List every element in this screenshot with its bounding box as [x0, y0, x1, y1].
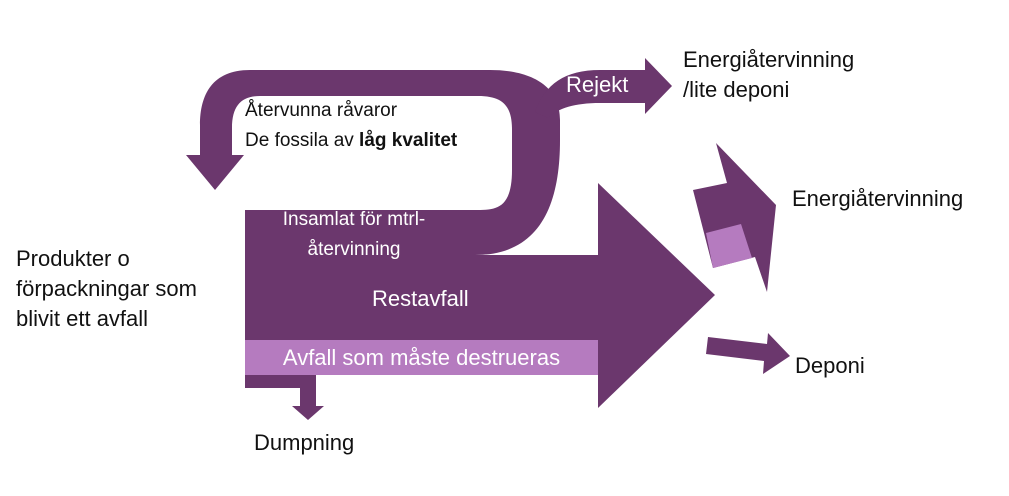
products-line-2: förpackningar som: [16, 276, 197, 301]
landfill-arrow: [706, 333, 790, 374]
rejekt-arrow: [535, 58, 672, 118]
destroy-waste-label: Avfall som måste destrueras: [282, 345, 561, 370]
energy-recovery-light-patch: [706, 224, 752, 268]
energy-landfill-label: Energiåtervinning /lite deponi: [683, 45, 854, 105]
rejekt-label: Rejekt: [566, 72, 629, 97]
recycling-loop-arrow: [186, 70, 560, 255]
products-line-1: Produkter o: [16, 246, 130, 271]
fossil-quality-label: De fossila av låg kvalitet: [245, 126, 457, 156]
landfill-label: Deponi: [795, 353, 865, 378]
products-label: Produkter o förpackningar som blivit ett…: [16, 244, 197, 334]
energy-recovery-label: Energiåtervinning: [792, 186, 964, 211]
recycled-materials-label: Återvunna råvaror: [245, 100, 398, 121]
dumping-arrow: [245, 375, 324, 420]
residual-waste-label: Restavfall: [372, 286, 469, 311]
energy-landfill-line-2: /lite deponi: [683, 77, 790, 102]
collected-line-1: Insamlat för mtrl-: [282, 209, 426, 230]
destroy-waste-band: [245, 340, 598, 375]
energy-landfill-line-1: Energiåtervinning: [683, 47, 855, 72]
products-line-3: blivit ett avfall: [16, 306, 149, 331]
fossil-bold: låg kvalitet: [359, 130, 458, 151]
collected-line-2: återvinning: [307, 239, 401, 260]
energy-recovery-arrow: [693, 143, 776, 292]
collected-label: Insamlat för mtrl- återvinning: [245, 205, 463, 265]
fossil-prefix: De fossila av: [245, 130, 360, 151]
dumping-label: Dumpning: [254, 430, 355, 455]
